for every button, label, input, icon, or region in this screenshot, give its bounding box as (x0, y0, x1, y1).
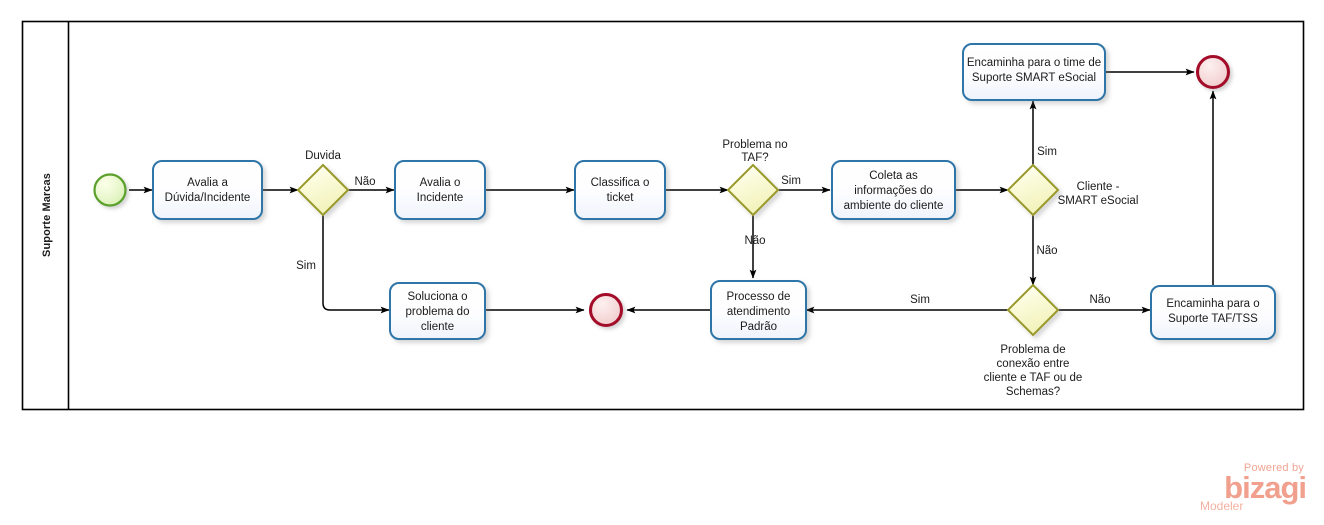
task-encaminha-smart-esocial-box[interactable] (962, 43, 1106, 101)
gateway-problema-taf-label-line-2: TAF? (741, 152, 768, 164)
gateway-cliente-smart-esocial-diamond[interactable] (1006, 163, 1060, 217)
flow-label-duvida-nao: Não (354, 176, 375, 188)
end-event-right-circle[interactable] (1195, 54, 1231, 90)
task-avalia-duvida-incidente-line-1: Avalia a (187, 177, 228, 189)
task-encaminha-suporte-taftss-line-2: Suporte TAF/TSS (1168, 313, 1258, 325)
task-encaminha-suporte-taftss-box[interactable] (1150, 285, 1276, 340)
flow-label-problema-taf-nao: Não (744, 235, 765, 247)
task-coleta-informacoes[interactable]: Coleta as informações do ambiente do cli… (831, 160, 956, 220)
task-processo-atendimento-padrao-line-2: atendimento (727, 306, 790, 318)
logo-product-text: Modeler (1200, 499, 1244, 513)
end-event-left[interactable] (588, 292, 624, 328)
task-avalia-incidente-line-1: Avalia o (420, 177, 461, 189)
task-encaminha-smart-esocial-line-2: Suporte SMART eSocial (972, 72, 1096, 84)
task-avalia-duvida-incidente-line-2: Dúvida/Incidente (165, 192, 251, 204)
sequence-flows (129, 68, 1217, 314)
gateway-problema-conexao-label-line-2: conexão entre (997, 358, 1070, 370)
gateway-problema-conexao-label-line-3: cliente e TAF ou de (984, 372, 1083, 384)
task-processo-atendimento-padrao-line-1: Processo de (727, 291, 791, 303)
task-soluciona-problema[interactable]: Soluciona o problema do cliente (389, 282, 486, 340)
flow-label-problema-taf-sim: Sim (781, 175, 801, 187)
task-classifica-ticket-line-1: Classifica o (591, 177, 650, 189)
gateway-duvida[interactable]: Duvida (296, 150, 350, 217)
gateway-cliente-smart-esocial-label-line-2: SMART eSocial (1058, 195, 1139, 207)
task-coleta-informacoes-line-3: ambiente do cliente (844, 200, 944, 212)
flow-label-cliente-smart-sim: Sim (1037, 146, 1057, 158)
task-classifica-ticket[interactable]: Classifica o ticket (574, 160, 666, 220)
task-avalia-duvida-incidente[interactable]: Avalia a Dúvida/Incidente (152, 160, 263, 220)
gateway-duvida-diamond[interactable] (296, 163, 350, 217)
flow-label-duvida-sim: Sim (296, 260, 316, 272)
flow-duvida-sim-to-soluciona (322, 215, 390, 314)
task-avalia-incidente-box[interactable] (394, 160, 486, 220)
logo-brand-text: bizagi (1224, 470, 1307, 505)
lane-title: Suporte Marcas (41, 173, 53, 257)
task-coleta-informacoes-line-2: informações do (854, 185, 933, 197)
flow-label-cliente-smart-nao: Não (1036, 245, 1057, 257)
gateway-problema-taf[interactable]: Problema no TAF? (722, 139, 788, 217)
task-avalia-duvida-incidente-box[interactable] (152, 160, 263, 220)
task-encaminha-suporte-taftss[interactable]: Encaminha para o Suporte TAF/TSS (1150, 285, 1276, 340)
end-event-left-circle[interactable] (588, 292, 624, 328)
task-encaminha-smart-esocial-line-1: Encaminha para o time de (967, 57, 1101, 69)
flow-label-problema-conexao-nao: Não (1089, 294, 1110, 306)
task-soluciona-problema-line-3: cliente (421, 321, 454, 333)
task-classifica-ticket-line-2: ticket (607, 192, 635, 204)
task-processo-atendimento-padrao-box[interactable] (710, 280, 807, 340)
task-coleta-informacoes-box[interactable] (831, 160, 956, 220)
start-event-circle[interactable] (93, 173, 127, 207)
task-processo-atendimento-padrao[interactable]: Processo de atendimento Padrão (710, 280, 807, 340)
flow-label-problema-conexao-sim: Sim (910, 294, 930, 306)
gateway-problema-conexao-label-line-4: Schemas? (1006, 386, 1060, 398)
task-avalia-incidente-line-2: Incidente (417, 192, 464, 204)
start-event[interactable] (93, 173, 127, 207)
gateway-cliente-smart-esocial[interactable]: Cliente - SMART eSocial (1006, 163, 1139, 217)
task-classifica-ticket-box[interactable] (574, 160, 666, 220)
task-soluciona-problema-line-1: Soluciona o (407, 291, 467, 303)
task-coleta-informacoes-line-1: Coleta as (869, 170, 918, 182)
task-avalia-incidente[interactable]: Avalia o Incidente (394, 160, 486, 220)
gateway-problema-conexao-diamond[interactable] (1006, 283, 1060, 337)
task-encaminha-suporte-taftss-line-1: Encaminha para o (1166, 298, 1259, 310)
task-encaminha-smart-esocial[interactable]: Encaminha para o time de Suporte SMART e… (962, 43, 1106, 101)
logo-powered-by-text: Powered by (1243, 462, 1304, 474)
gateway-problema-conexao-label-line-1: Problema de (1000, 344, 1065, 356)
gateway-cliente-smart-esocial-label-line-1: Cliente - (1077, 181, 1120, 193)
end-event-right[interactable] (1195, 54, 1231, 90)
bizagi-modeler-logo: Powered by bizagi Modeler (1174, 462, 1307, 517)
gateway-problema-taf-label-line-1: Problema no (722, 139, 787, 151)
task-soluciona-problema-line-2: problema do (406, 306, 470, 318)
task-processo-atendimento-padrao-line-3: Padrão (740, 321, 777, 333)
flow-labels: Não Sim Sim Não Sim Não Sim Não (296, 146, 1110, 306)
gateway-problema-taf-diamond[interactable] (726, 163, 780, 217)
task-soluciona-problema-box[interactable] (389, 282, 486, 340)
gateway-duvida-label: Duvida (305, 150, 341, 162)
gateway-problema-conexao[interactable]: Problema de conexão entre cliente e TAF … (984, 283, 1083, 398)
